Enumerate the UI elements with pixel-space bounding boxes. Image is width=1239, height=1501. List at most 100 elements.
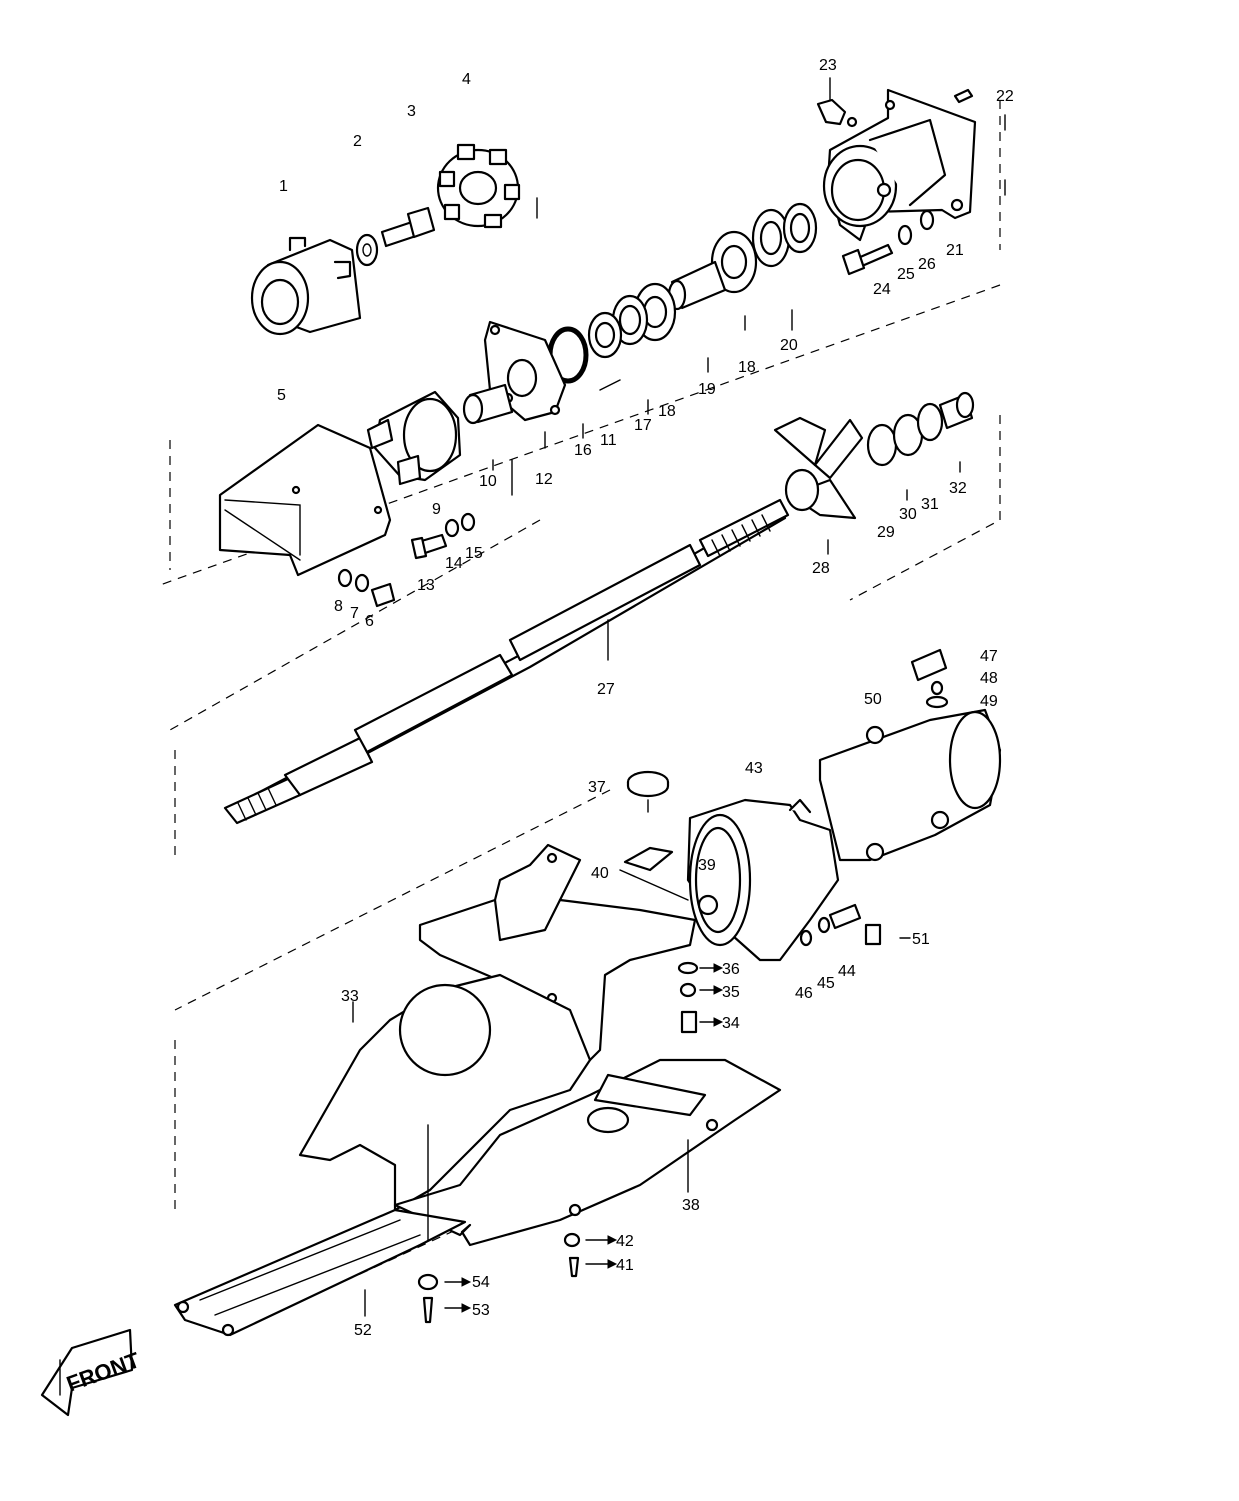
callout-50: 50 bbox=[864, 691, 882, 708]
callout-3: 3 bbox=[407, 103, 416, 120]
callout-38: 38 bbox=[682, 1197, 700, 1214]
rubber-mount-37 bbox=[626, 770, 670, 798]
washer-25 bbox=[897, 224, 913, 246]
callout-31: 31 bbox=[921, 496, 939, 513]
callout-20: 20 bbox=[780, 337, 798, 354]
callout-2: 2 bbox=[353, 133, 362, 150]
drive-shaft bbox=[223, 498, 790, 825]
callout-4: 4 bbox=[462, 71, 471, 88]
callout-41: 41 bbox=[616, 1257, 634, 1274]
callout-43: 43 bbox=[745, 760, 763, 777]
bearing-20 bbox=[751, 202, 818, 268]
callout-33: 33 bbox=[341, 988, 359, 1005]
stud-39 bbox=[697, 894, 719, 916]
bolt-13 bbox=[410, 533, 448, 560]
callout-18a: 18 bbox=[658, 403, 676, 420]
callout-51: 51 bbox=[912, 931, 930, 948]
washer-45 bbox=[817, 916, 831, 934]
washer-49 bbox=[925, 695, 949, 709]
leader-lines bbox=[352, 77, 1006, 1317]
spacer-19 bbox=[667, 260, 727, 311]
callout-16: 16 bbox=[574, 442, 592, 459]
nut-51 bbox=[864, 923, 882, 946]
callout-13: 13 bbox=[417, 577, 435, 594]
callout-29: 29 bbox=[877, 524, 895, 541]
bearing-18 bbox=[710, 230, 758, 294]
screw-41 bbox=[568, 1256, 580, 1278]
washer-42 bbox=[563, 1232, 581, 1248]
callout-52: 52 bbox=[354, 1322, 372, 1339]
callout-47: 47 bbox=[980, 648, 998, 665]
callout-labels: 1 2 3 4 5 6 7 8 9 10 11 11 12 13 14 15 1… bbox=[277, 57, 1014, 1339]
callout-28: 28 bbox=[812, 560, 830, 577]
front-badge: FRONT bbox=[40, 1328, 143, 1417]
fitting-47 bbox=[910, 648, 948, 682]
callout-48: 48 bbox=[980, 670, 998, 687]
washer-36 bbox=[677, 961, 699, 975]
washer-31 bbox=[916, 402, 944, 442]
washer-35 bbox=[679, 982, 697, 998]
callout-10: 10 bbox=[479, 473, 497, 490]
callout-18b: 18 bbox=[738, 359, 756, 376]
circlip-29 bbox=[866, 423, 898, 467]
nut-34 bbox=[680, 1010, 698, 1034]
callout-32: 32 bbox=[949, 480, 967, 497]
callout-39: 39 bbox=[698, 857, 716, 874]
washer-7 bbox=[354, 573, 370, 593]
callout-25: 25 bbox=[897, 266, 915, 283]
washer-8 bbox=[337, 568, 353, 588]
washer-46 bbox=[799, 929, 813, 947]
callout-15: 15 bbox=[465, 545, 483, 562]
callout-53: 53 bbox=[472, 1302, 490, 1319]
callout-7: 7 bbox=[350, 605, 359, 622]
callout-36: 36 bbox=[722, 961, 740, 978]
callout-19: 19 bbox=[698, 381, 716, 398]
washer-2-hole bbox=[362, 243, 372, 257]
callout-26: 26 bbox=[918, 256, 936, 273]
bolt-6 bbox=[370, 582, 396, 608]
callout-46: 46 bbox=[795, 985, 813, 1002]
washer-48 bbox=[930, 680, 944, 696]
nut-54 bbox=[417, 1273, 439, 1291]
bearing-housing bbox=[822, 88, 977, 242]
callout-8: 8 bbox=[334, 598, 343, 615]
callout-45: 45 bbox=[817, 975, 835, 992]
callout-12: 12 bbox=[535, 471, 553, 488]
intake-duct bbox=[298, 973, 592, 1212]
callout-14: 14 bbox=[445, 555, 463, 572]
sleeve-10 bbox=[462, 383, 514, 425]
ride-plate bbox=[393, 1058, 782, 1247]
impeller bbox=[773, 416, 864, 520]
callout-35: 35 bbox=[722, 984, 740, 1001]
coupling-hub bbox=[250, 236, 362, 336]
rubber-damper bbox=[436, 143, 521, 229]
callout-24: 24 bbox=[873, 281, 891, 298]
intake-grate bbox=[173, 1208, 467, 1337]
callout-54: 54 bbox=[472, 1274, 490, 1291]
pump-housing bbox=[686, 798, 840, 962]
callout-44: 44 bbox=[838, 963, 856, 980]
callout-22: 22 bbox=[996, 88, 1014, 105]
callout-27: 27 bbox=[597, 681, 615, 698]
callout-9: 9 bbox=[432, 501, 441, 518]
washer-26 bbox=[919, 209, 935, 231]
coupling-9 bbox=[366, 390, 462, 486]
callout-5: 5 bbox=[277, 387, 286, 404]
callout-30: 30 bbox=[899, 506, 917, 523]
bolt-44 bbox=[828, 903, 862, 930]
grease-nipple bbox=[816, 98, 858, 128]
callout-21: 21 bbox=[946, 242, 964, 259]
callout-40: 40 bbox=[591, 865, 609, 882]
callout-1: 1 bbox=[279, 178, 288, 195]
washer-15 bbox=[460, 512, 476, 532]
screw-53 bbox=[422, 1296, 434, 1324]
callout-6: 6 bbox=[365, 613, 374, 630]
callout-49: 49 bbox=[980, 693, 998, 710]
shaft-cover bbox=[218, 423, 392, 577]
callout-37: 37 bbox=[588, 779, 606, 796]
washer-2 bbox=[355, 233, 379, 267]
dowel-pin bbox=[953, 88, 974, 104]
callout-23: 23 bbox=[819, 57, 837, 74]
clip-40 bbox=[623, 846, 674, 872]
